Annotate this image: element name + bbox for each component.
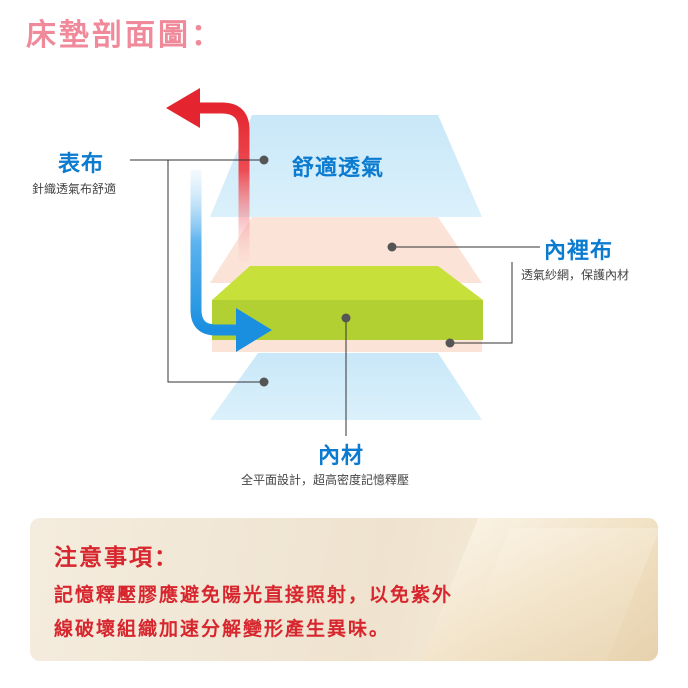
surface-label: 表布 (58, 152, 105, 177)
dot-comfort (259, 155, 269, 165)
red-arrow-shaft (196, 102, 250, 262)
dot-lining (387, 242, 397, 252)
leader-surface-bottom (167, 160, 264, 383)
blue-arrow-head (236, 308, 272, 352)
lining-desc: 透氣紗網，保護內材 (521, 268, 630, 282)
notice-panel: 注意事項： 記憶釋壓膠應避免陽光直接照射，以免紫外 線破壞組織加速分解變形產生異… (30, 518, 658, 661)
dot-core (341, 313, 351, 323)
lining-label: 內裡布 (544, 239, 614, 264)
notice-line-2: 線破壞組織加速分解變形產生異味。 (54, 618, 391, 640)
blue-arrow-shaft (190, 170, 240, 336)
core-desc: 全平面設計，超高密度記憶釋壓 (241, 473, 410, 487)
notice-title: 注意事項： (54, 545, 179, 571)
leader-lining-bottom (450, 262, 513, 344)
page-title: 床墊剖面圖： (26, 18, 224, 53)
foam-core-top (212, 266, 483, 300)
dot-lower-lining (445, 338, 455, 348)
surface-desc: 針織透氣布舒適 (32, 182, 117, 196)
notice-line-1: 記憶釋壓膠應避免陽光直接照射，以免紫外 (54, 584, 454, 606)
dot-bottom-fabric (259, 377, 269, 387)
comfort-label: 舒適透氣 (292, 156, 385, 181)
red-arrow-head (166, 88, 200, 128)
core-label: 內材 (318, 444, 365, 469)
top-fabric-layer (210, 115, 482, 217)
